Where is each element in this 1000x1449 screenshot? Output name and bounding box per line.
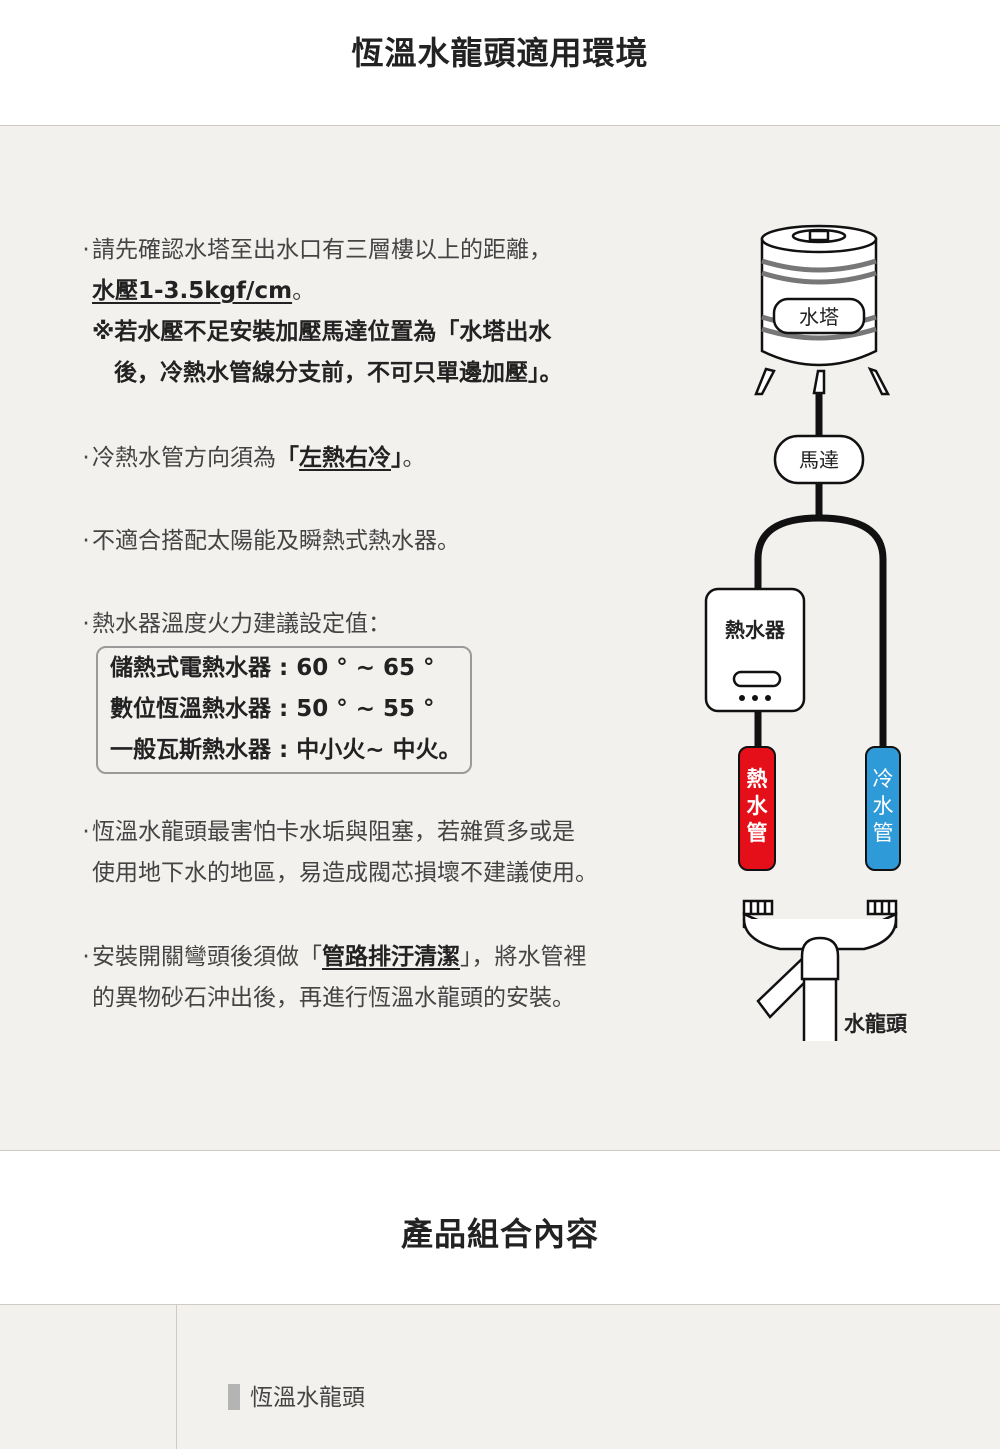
water-tower-icon [754,224,891,396]
water-heater-label: 熱水器 [725,618,786,642]
bullet-not-suitable: ·不適合搭配太陽能及瞬熱式熱水器。 [80,521,460,562]
bullet-text: 冷熱水管方向須為 [92,445,276,471]
bullet-text: 請先確認水塔至出水口有三層樓以上的距離， [92,237,552,263]
bullet-water-pressure: ·請先確認水塔至出水口有三層樓以上的距離， 水壓1-3.5kgf/cm。 ※若水… [80,230,563,394]
bullet-dot: · [82,528,90,554]
bullet-text-2: 使用地下水的地區，易造成閥芯損壞不建議使用。 [92,860,598,886]
pressure-value: 水壓1-3.5kgf/cm [92,278,293,304]
faucet-label: 水龍頭 [844,1012,908,1036]
bullet-pipe-cleaning: ·安裝開關彎頭後須做「管路排汙清潔」，將水管裡 的異物砂石沖出後，再進行恆溫水龍… [80,937,587,1019]
quote-open: 「 [276,445,299,471]
item-label: 恆溫水龍頭 [250,1385,365,1411]
setting-gas-heater: 一般瓦斯熱水器 : 中小火~ 中火。 [110,737,462,763]
cold-pipe-label: 冷 水 管 [873,767,894,845]
environment-section: ·請先確認水塔至出水口有三層樓以上的距離， 水壓1-3.5kgf/cm。 ※若水… [0,126,1000,1151]
motor-label: 馬達 [799,448,839,472]
page-title: 恆溫水龍頭適用環境 [351,34,649,72]
bullet-text-2: 的異物砂石沖出後，再進行恆溫水龍頭的安裝。 [92,985,575,1011]
water-tower-label: 水塔 [799,305,839,329]
bullet-dot: · [82,819,90,845]
period: 。 [402,445,426,471]
header: 恆溫水龍頭適用環境 [0,0,1000,126]
hot-pipe-char: 管 [747,821,768,845]
bullet-text: 不適合搭配太陽能及瞬熱式熱水器。 [92,528,460,554]
pressure-note-2: 後，冷熱水管線分支前，不可只單邊加壓」。 [114,360,563,386]
bullet-pipe-direction: ·冷熱水管方向須為「左熱右冷」。 [80,438,426,479]
pipe-cleaning-value: 管路排汙清潔 [322,944,460,970]
bullet-scale-warning: ·恆溫水龍頭最害怕卡水垢與阻塞，若雜質多或是 使用地下水的地區，易造成閥芯損壞不… [80,812,598,894]
bullet-text: 安裝開關彎頭後須做「 [92,944,322,970]
bullet-heater-settings: ·熱水器溫度火力建議設定值： [80,604,391,645]
bullet-dot: · [82,944,90,970]
cold-pipe-icon [865,746,901,871]
pipe-direction-value: 左熱右冷 [299,445,391,471]
bullet-text: 熱水器溫度火力建議設定值： [92,611,391,637]
heater-settings-box: 儲熱式電熱水器 : 60 ° ~ 65 ° 數位恆溫熱水器 : 50 ° ~ 5… [96,646,472,774]
hot-pipe-char: 水 [747,794,769,818]
product-contents: 恆溫水龍頭 [0,1305,1000,1449]
pressure-note-1: ※若水壓不足安裝加壓馬達位置為「水塔出水 [92,319,552,345]
quote-close: 」 [391,445,403,471]
installation-diagram: 水塔 馬達 熱水器 熱 水 管 冷 水 管 [704,224,908,1041]
content-item: 恆溫水龍頭 [228,1383,365,1413]
cold-pipe-char: 水 [873,794,894,818]
hot-pipe-label: 熱 水 管 [747,767,769,845]
water-heater-icon [704,587,806,713]
bullet-text-mid: 」，將水管裡 [460,944,587,970]
bullet-dot: · [82,237,90,263]
bullet-dot: · [82,445,90,471]
product-contents-header: 產品組合內容 [0,1151,1000,1305]
motor-icon [773,434,865,485]
period: 。 [292,278,316,304]
item-marker-icon [228,1384,240,1410]
section-title: 產品組合內容 [400,1215,599,1253]
hot-pipe-char: 熱 [747,767,768,791]
heater-display-icon [732,670,782,688]
bullet-text: 恆溫水龍頭最害怕卡水垢與阻塞，若雜質多或是 [92,819,575,845]
hot-pipe-icon [738,746,776,871]
faucet-icon [742,899,898,1041]
heater-buttons-icon [739,695,771,701]
setting-storage-electric: 儲熱式電熱水器 : 60 ° ~ 65 ° [110,655,435,681]
cold-pipe-char: 管 [873,821,894,845]
divider [176,1305,177,1449]
bullet-dot: · [82,611,90,637]
cold-pipe-char: 冷 [873,767,894,791]
setting-digital-thermostatic: 數位恆溫熱水器 : 50 ° ~ 55 ° [110,696,435,722]
